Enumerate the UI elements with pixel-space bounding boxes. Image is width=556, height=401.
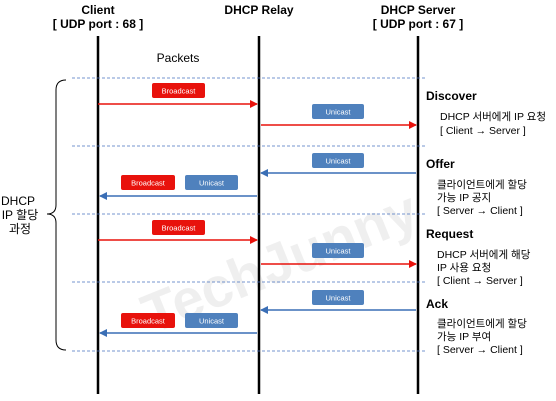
watermark: TechJunny xyxy=(133,178,427,346)
phase-offer-desc-1: 클라이언트에게 할당 xyxy=(437,179,527,191)
svg-text:Unicast: Unicast xyxy=(325,108,351,117)
svg-text:Broadcast: Broadcast xyxy=(162,224,197,233)
phase-request-desc-2: IP 사용 요청 xyxy=(437,262,491,274)
svg-text:Broadcast: Broadcast xyxy=(131,179,166,188)
ack-unicast-tag-relay: Unicast xyxy=(185,313,238,328)
phase-ack-desc-3: [ Server → Client ] xyxy=(437,344,523,356)
svg-text:Unicast: Unicast xyxy=(199,317,225,326)
request-broadcast-tag: Broadcast xyxy=(152,220,205,235)
offer-unicast-tag: Unicast xyxy=(312,153,364,168)
phase-request-desc-1: DHCP 서버에게 해당 xyxy=(437,248,531,261)
client-title: Client xyxy=(81,3,114,17)
process-brace xyxy=(46,79,67,351)
phase-discover-desc-1: DHCP 서버에게 IP 요청 xyxy=(440,111,546,123)
svg-text:Broadcast: Broadcast xyxy=(162,87,197,96)
offer-broadcast-tag: Broadcast xyxy=(121,175,175,190)
phase-request-title: Request xyxy=(426,227,473,241)
phase-ack-desc-2: 가능 IP 부여 xyxy=(437,331,491,343)
phase-ack-desc-1: 클라이언트에게 할당 xyxy=(437,318,527,330)
svg-text:Unicast: Unicast xyxy=(325,157,351,166)
discover-broadcast-tag: Broadcast xyxy=(152,83,205,98)
svg-text:Broadcast: Broadcast xyxy=(131,317,166,326)
client-port: [ UDP port : 68 ] xyxy=(53,17,143,31)
phase-discover-desc-2: [ Client → Server ] xyxy=(440,125,526,137)
server-title: DHCP Server xyxy=(381,3,456,17)
server-port: [ UDP port : 67 ] xyxy=(373,17,463,31)
svg-text:Unicast: Unicast xyxy=(199,179,225,188)
relay-title: DHCP Relay xyxy=(224,3,293,17)
ack-unicast-tag: Unicast xyxy=(312,290,364,305)
process-label-line1: DHCP xyxy=(1,194,35,208)
phase-discover-title: Discover xyxy=(426,89,477,103)
svg-text:Unicast: Unicast xyxy=(325,247,351,256)
phase-offer-title: Offer xyxy=(426,157,455,171)
packets-label: Packets xyxy=(157,51,200,65)
process-label-line2: IP 할당 xyxy=(2,208,39,222)
discover-unicast-tag: Unicast xyxy=(312,104,364,119)
phase-request-desc-3: [ Client → Server ] xyxy=(437,275,523,287)
process-label-line3: 과정 xyxy=(9,222,31,236)
phase-offer-desc-2: 가능 IP 공지 xyxy=(437,192,491,204)
offer-unicast-tag-relay: Unicast xyxy=(185,175,238,190)
phase-offer-desc-3: [ Server → Client ] xyxy=(437,205,523,217)
phase-separators xyxy=(72,77,425,352)
request-unicast-tag: Unicast xyxy=(312,243,364,258)
phase-ack-title: Ack xyxy=(426,297,448,311)
svg-text:Unicast: Unicast xyxy=(325,294,351,303)
ack-broadcast-tag: Broadcast xyxy=(121,313,175,328)
